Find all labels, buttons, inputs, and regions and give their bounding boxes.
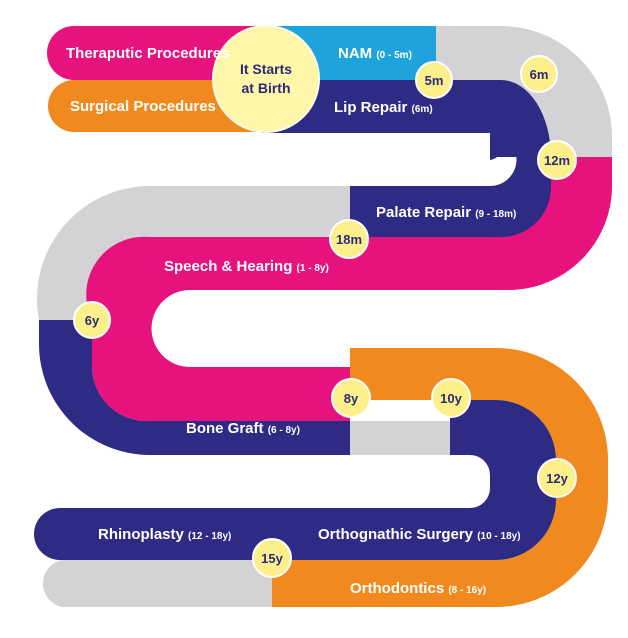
speech-hearing-band bbox=[86, 236, 350, 422]
milestone-12m: 12m bbox=[537, 140, 577, 180]
gray-bottom-band bbox=[42, 560, 272, 607]
svg-text:12y: 12y bbox=[546, 471, 568, 486]
milestone-18m: 18m bbox=[329, 219, 369, 259]
svg-text:18m: 18m bbox=[336, 232, 362, 247]
orthognathic-turn bbox=[272, 400, 556, 560]
milestone-6y: 6y bbox=[73, 301, 111, 339]
milestone-12y: 12y bbox=[537, 458, 577, 498]
svg-text:6y: 6y bbox=[85, 313, 100, 328]
bone-graft-band bbox=[39, 320, 350, 455]
milestone-8y: 8y bbox=[331, 378, 371, 418]
therapeutic-label: Theraputic Procedures bbox=[66, 45, 229, 62]
nam-label: NAM (0 - 5m) bbox=[338, 45, 412, 62]
surgical-label: Surgical Procedures bbox=[70, 98, 216, 115]
therapeutic-bar bbox=[47, 26, 262, 80]
navy-turn-1 bbox=[350, 132, 562, 239]
lip-repair-band bbox=[262, 80, 551, 160]
palate-repair-label: Palate Repair (9 - 18m) bbox=[376, 204, 516, 221]
start-line-2: at Birth bbox=[242, 80, 291, 96]
milestone-15y: 15y bbox=[252, 538, 292, 578]
surgical-bar bbox=[48, 80, 262, 132]
bone-graft-label: Bone Graft (6 - 8y) bbox=[186, 420, 300, 437]
gray-left-upper-band bbox=[37, 186, 350, 320]
milestone-10y: 10y bbox=[431, 378, 471, 418]
milestone-5m: 5m bbox=[415, 61, 453, 99]
svg-text:12m: 12m bbox=[544, 153, 570, 168]
orthodontics-label: Orthodontics (8 - 16y) bbox=[350, 580, 486, 597]
start-circle bbox=[212, 25, 320, 133]
rhinoplasty-label: Rhinoplasty (12 - 18y) bbox=[98, 526, 231, 543]
rhinoplasty-band bbox=[34, 508, 272, 560]
lip-repair-label: Lip Repair (6m) bbox=[334, 99, 433, 116]
svg-text:10y: 10y bbox=[440, 391, 462, 406]
milestone-6m: 6m bbox=[520, 55, 558, 93]
gray-top-right-band bbox=[436, 26, 612, 157]
svg-text:15y: 15y bbox=[261, 551, 283, 566]
magenta-outer-turn bbox=[350, 157, 612, 290]
gray-gap-block bbox=[350, 421, 450, 455]
start-line-1: It Starts bbox=[240, 61, 292, 77]
orthognathic-label: Orthognathic Surgery (10 - 18y) bbox=[318, 526, 521, 543]
svg-text:8y: 8y bbox=[344, 391, 359, 406]
svg-text:6m: 6m bbox=[530, 67, 549, 82]
svg-text:5m: 5m bbox=[425, 73, 444, 88]
speech-hearing-label: Speech & Hearing (1 - 8y) bbox=[164, 258, 329, 275]
